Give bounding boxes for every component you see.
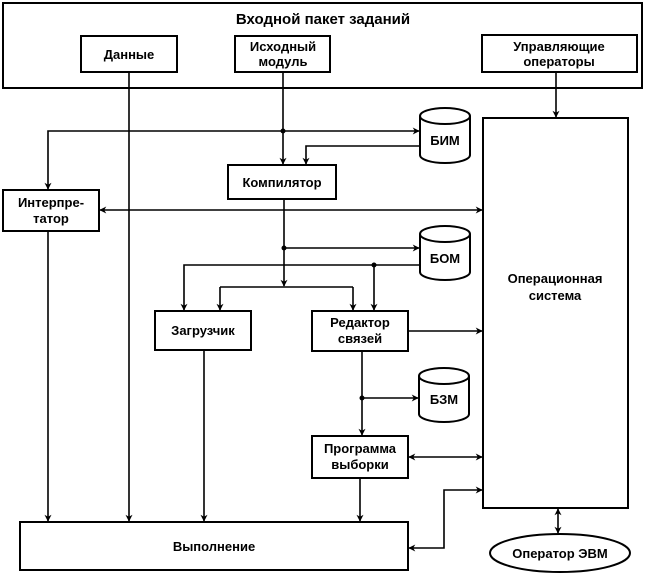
loader-label: Загрузчик <box>171 323 235 338</box>
link-editor-label-line2: связей <box>338 331 382 346</box>
source-module-label-line2: модуль <box>259 54 308 69</box>
arrow-execution-os <box>408 486 483 552</box>
connectors <box>44 72 562 552</box>
compiler-block: Компилятор <box>227 164 337 200</box>
computer-operator-label: Оператор ЭВМ <box>512 546 608 561</box>
operating-system-label-line2: система <box>529 288 582 303</box>
control-operators-block: Управляющие операторы <box>481 34 638 73</box>
bim-storage: БИМ <box>419 107 471 164</box>
interpreter-label-line1: Интерпре- <box>18 195 84 210</box>
data-label: Данные <box>104 47 155 62</box>
bim-label: БИМ <box>430 133 460 148</box>
bom-label: БОМ <box>430 251 460 266</box>
arrow-source-to-interpreter <box>44 130 283 190</box>
data-block: Данные <box>80 35 178 73</box>
fetch-program-block: Программа выборки <box>311 435 409 479</box>
compiler-label: Компилятор <box>242 175 321 190</box>
control-operators-label-line1: Управляющие <box>513 39 605 54</box>
loader-block: Загрузчик <box>154 310 252 351</box>
bom-storage: БОМ <box>419 225 471 281</box>
control-operators-label-line2: операторы <box>523 54 594 69</box>
bzm-label: БЗМ <box>430 392 458 407</box>
execution-block: Выполнение <box>19 521 409 571</box>
computer-operator-ellipse: Оператор ЭВМ <box>489 533 631 573</box>
fetch-program-label-line2: выборки <box>331 457 389 472</box>
interpreter-block: Интерпре- татор <box>2 189 100 232</box>
bzm-storage: БЗМ <box>418 367 470 423</box>
operating-system-label-line1: Операционная <box>508 271 603 286</box>
execution-label: Выполнение <box>173 539 255 554</box>
fetch-program-label-line1: Программа <box>324 441 397 456</box>
operating-system-block: Операционная система <box>482 117 629 509</box>
source-module-block: Исходный модуль <box>234 35 331 73</box>
source-module-label-line1: Исходный <box>250 39 316 54</box>
interpreter-label-line2: татор <box>33 211 69 226</box>
input-package-title: Входной пакет заданий <box>236 11 410 28</box>
link-editor-label-line1: Редактор <box>330 315 390 330</box>
arrow-bom-to-loader <box>180 264 420 311</box>
arrow-bim-to-compiler <box>302 145 420 165</box>
link-editor-block: Редактор связей <box>311 310 409 352</box>
